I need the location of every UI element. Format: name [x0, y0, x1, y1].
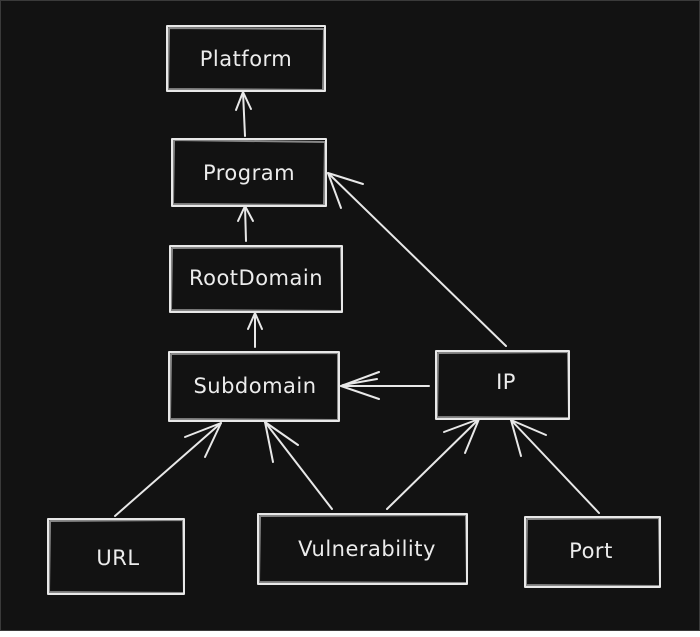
node-label-rootdomain: RootDomain — [189, 266, 323, 290]
node-label-port: Port — [569, 539, 613, 563]
node-port — [524, 516, 661, 588]
edge-ip-to-subdomain — [340, 371, 430, 400]
node-label-platform: Platform — [200, 47, 293, 71]
edge-subdomain-to-rootdomain — [247, 312, 263, 348]
edge-rootdomain-to-program — [237, 205, 254, 242]
edge-ip-to-program — [327, 172, 507, 347]
node-rootdomain — [169, 245, 343, 313]
edge-vulnerability-to-subdomain — [264, 421, 333, 510]
node-label-url: URL — [96, 546, 139, 570]
node-platform — [166, 25, 326, 92]
edge-url-to-subdomain — [114, 422, 222, 517]
node-label-subdomain: Subdomain — [193, 374, 316, 398]
node-label-program: Program — [203, 161, 295, 185]
node-label-ip: IP — [496, 370, 516, 394]
edge-program-to-platform — [235, 91, 252, 137]
edge-port-to-ip — [510, 419, 600, 514]
node-label-vulnerability: Vulnerability — [298, 537, 436, 561]
node-subdomain — [168, 351, 340, 422]
node-program — [171, 138, 327, 207]
edge-vulnerability-to-ip — [386, 418, 480, 510]
node-ip — [435, 350, 570, 420]
node-url — [47, 518, 185, 595]
node-vulnerability — [257, 513, 468, 585]
